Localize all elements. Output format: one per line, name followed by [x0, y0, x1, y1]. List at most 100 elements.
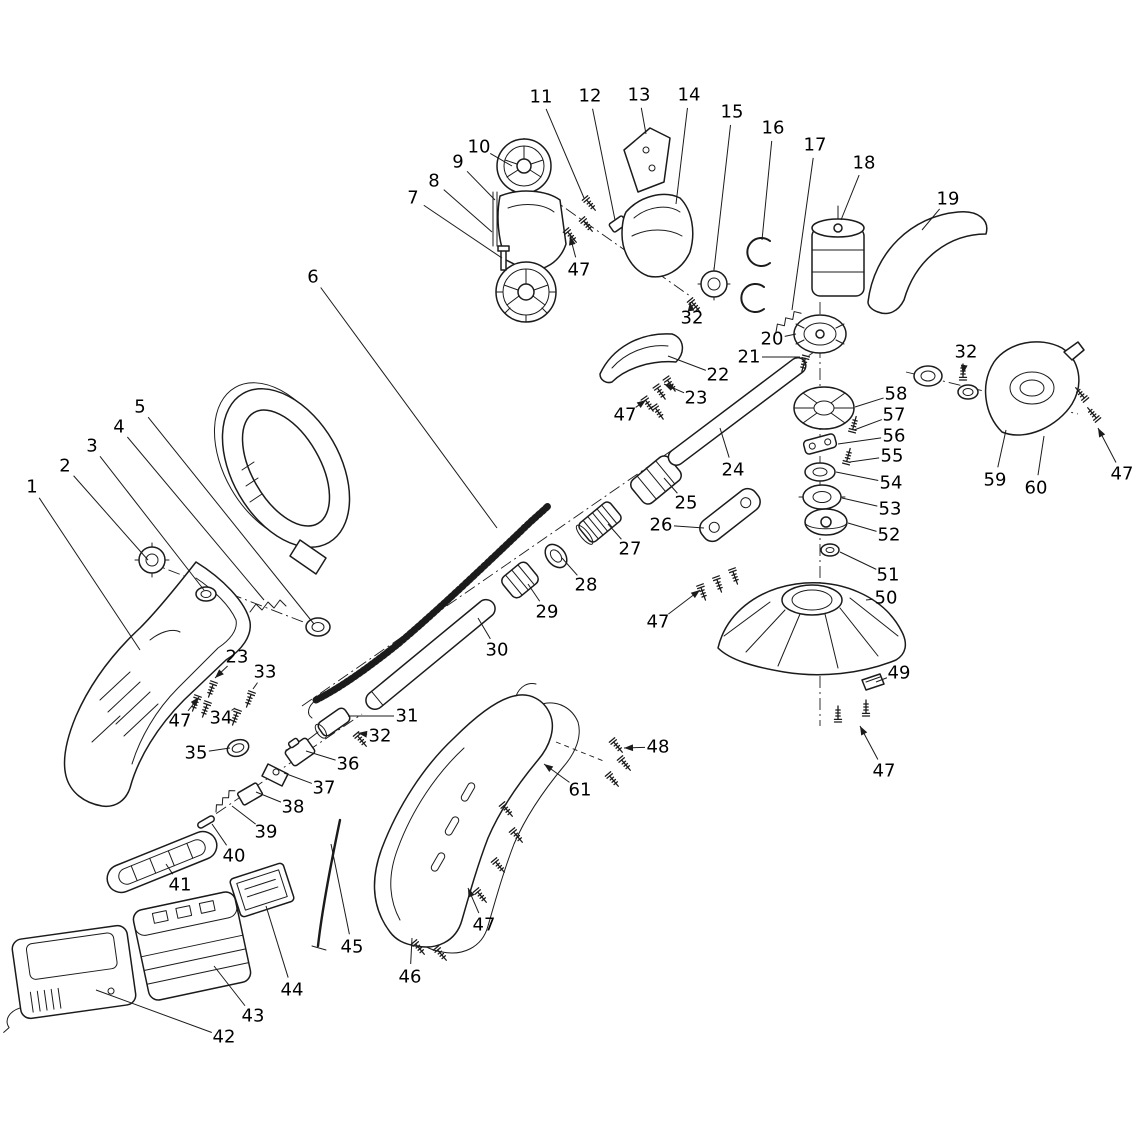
screw-icon [696, 583, 710, 602]
leader-arrowhead [960, 364, 968, 374]
part-c-clip [746, 237, 771, 267]
leader-line-60 [1037, 435, 1045, 476]
callout-number-21: 21 [738, 347, 761, 368]
part-shaft-ring [544, 543, 568, 569]
leader-line-15 [713, 124, 732, 271]
callout-number-51: 51 [877, 565, 900, 586]
leader-line-19 [921, 208, 941, 231]
callout-number-35: 35 [185, 743, 208, 764]
callout-number-34: 34 [210, 708, 233, 729]
part-lower-shaft-tube [365, 598, 496, 711]
callout-number-41: 41 [169, 875, 192, 896]
leader-line-56 [837, 437, 882, 445]
leader-line-57 [853, 419, 883, 431]
leader-arrowhead [544, 764, 554, 773]
leader-arrowhead [624, 744, 634, 752]
leader-line-18 [840, 174, 860, 221]
callout-number-8: 8 [428, 171, 439, 192]
part-cable-connector [314, 707, 351, 739]
callout-number-49: 49 [888, 663, 911, 684]
part-spring [775, 311, 802, 333]
leader-line-20 [784, 333, 797, 337]
callout-number-39: 39 [255, 822, 278, 843]
callout-number-47: 47 [1111, 464, 1132, 485]
leader-line-30 [477, 617, 491, 640]
callout-number-43: 43 [242, 1006, 265, 1027]
part-coupler-ribbed [501, 561, 539, 599]
callout-number-24: 24 [722, 460, 745, 481]
callout-number-44: 44 [281, 980, 304, 1001]
part-wheel-bracket [497, 190, 567, 271]
callout-number-13: 13 [628, 85, 651, 106]
leader-line-6 [320, 287, 498, 529]
screw-icon [604, 771, 622, 790]
leader-arrowhead [687, 302, 695, 312]
screw-icon [432, 945, 450, 964]
callout-number-9: 9 [452, 152, 463, 173]
leader-line-17 [791, 157, 814, 311]
leader-line-40 [211, 823, 228, 846]
callout-number-32: 32 [955, 342, 978, 363]
leader-line-35 [208, 747, 231, 752]
callout-number-28: 28 [575, 575, 598, 596]
leader-arrowhead [860, 726, 868, 736]
screw-icon [608, 737, 626, 756]
leader-line-2 [73, 475, 149, 561]
callout-number-58: 58 [885, 384, 908, 405]
callout-number-37: 37 [313, 778, 336, 799]
leader-arrowhead [664, 384, 674, 391]
screw-icon [242, 690, 256, 709]
leader-line-12 [592, 108, 616, 221]
leader-line-4 [126, 436, 265, 601]
screw-icon [640, 395, 657, 414]
leader-line-7 [423, 204, 503, 259]
part-threaded-coupler [575, 501, 622, 545]
screw-icon [650, 403, 667, 422]
screw-icon [490, 857, 508, 876]
leader-line-26 [673, 525, 705, 529]
screw-icon [728, 567, 742, 586]
callout-number-56: 56 [883, 426, 906, 447]
part-head-housing [984, 341, 1085, 436]
leader-arrowhead [358, 730, 368, 738]
screw-icon [616, 755, 634, 774]
callout-number-47: 47 [873, 761, 896, 782]
part-shaft-clamp-bracket [699, 487, 761, 543]
part-mount-plate-small [802, 433, 838, 455]
leader-line-37 [283, 772, 313, 784]
callout-number-38: 38 [282, 797, 305, 818]
leader-line-14 [675, 107, 688, 205]
part-switch-block [284, 737, 316, 767]
part-trigger-block [236, 782, 264, 806]
leader-line-49 [875, 677, 888, 683]
callout-number-52: 52 [878, 525, 901, 546]
leader-line-8 [443, 189, 493, 233]
part-handle-spring [249, 599, 287, 613]
screw-icon [204, 680, 218, 699]
part-bearing-ring [913, 365, 943, 387]
leader-line-3 [99, 455, 205, 591]
callout-number-11: 11 [530, 87, 553, 108]
part-wheel-axle-pins [492, 191, 510, 271]
part-spool-housing [804, 508, 848, 536]
callout-number-29: 29 [536, 602, 559, 623]
callout-number-14: 14 [678, 85, 701, 106]
part-retainer-ring [804, 462, 836, 482]
leader-line-25 [663, 477, 678, 494]
callout-number-47: 47 [568, 260, 591, 281]
part-guard-clip [861, 673, 885, 691]
leader-arrowhead [636, 400, 646, 408]
leader-line-5 [147, 416, 315, 625]
screw-icon [841, 446, 855, 466]
leader-line-41 [165, 863, 174, 875]
leader-arrowhead [690, 590, 700, 599]
leader-line-27 [607, 523, 622, 540]
part-guard-wire [867, 211, 988, 315]
callout-number-23: 23 [226, 647, 249, 668]
screw-icon [861, 699, 871, 717]
leader-line-22 [667, 355, 707, 371]
callout-number-7: 7 [407, 188, 418, 209]
callout-number-42: 42 [213, 1027, 236, 1048]
